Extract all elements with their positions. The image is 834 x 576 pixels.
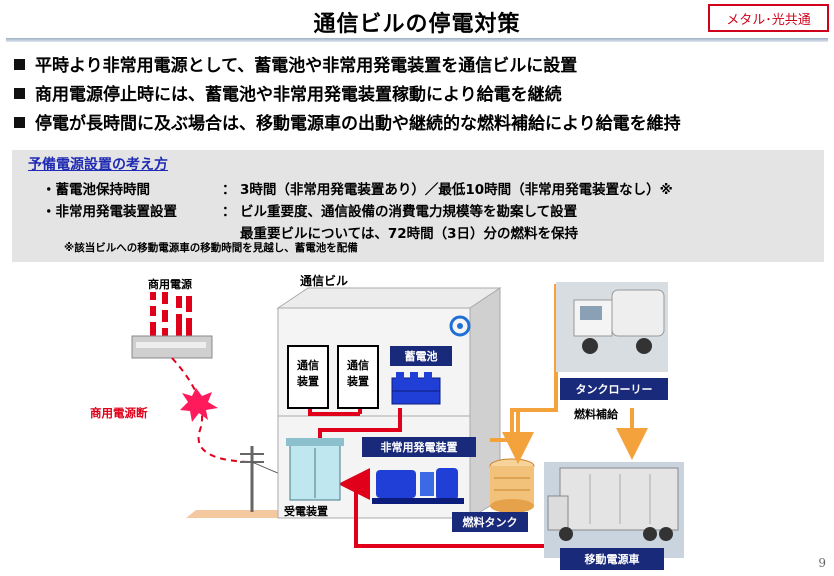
telecom-device-1-label: 通信 装置	[290, 358, 326, 390]
commercial-power-label: 商用電源	[148, 276, 192, 292]
receiving-cabinet-icon	[286, 438, 344, 500]
power-outage-label: 商用電源断	[90, 405, 148, 421]
mobile-power-car-image	[544, 462, 684, 558]
page-number: 9	[818, 556, 826, 570]
receiving-label: 受電装置	[284, 503, 328, 519]
outage-burst-icon	[180, 388, 218, 422]
tank-lorry-label: タンクローリー	[560, 378, 668, 400]
battery-label: 蓄電池	[390, 346, 452, 366]
mobile-power-car-label: 移動電源車	[560, 548, 664, 570]
building-label: 通信ビル	[300, 272, 348, 289]
power-plant-icon	[132, 292, 212, 358]
generator-label: 非常用発電装置	[362, 437, 476, 457]
telecom-device-2-label: 通信 装置	[340, 358, 376, 390]
fuel-supply-label: 燃料補給	[574, 406, 618, 422]
fuel-tank-label: 燃料タンク	[452, 512, 528, 532]
fuel-tank-icon	[490, 459, 534, 513]
tank-lorry-image	[556, 282, 668, 372]
